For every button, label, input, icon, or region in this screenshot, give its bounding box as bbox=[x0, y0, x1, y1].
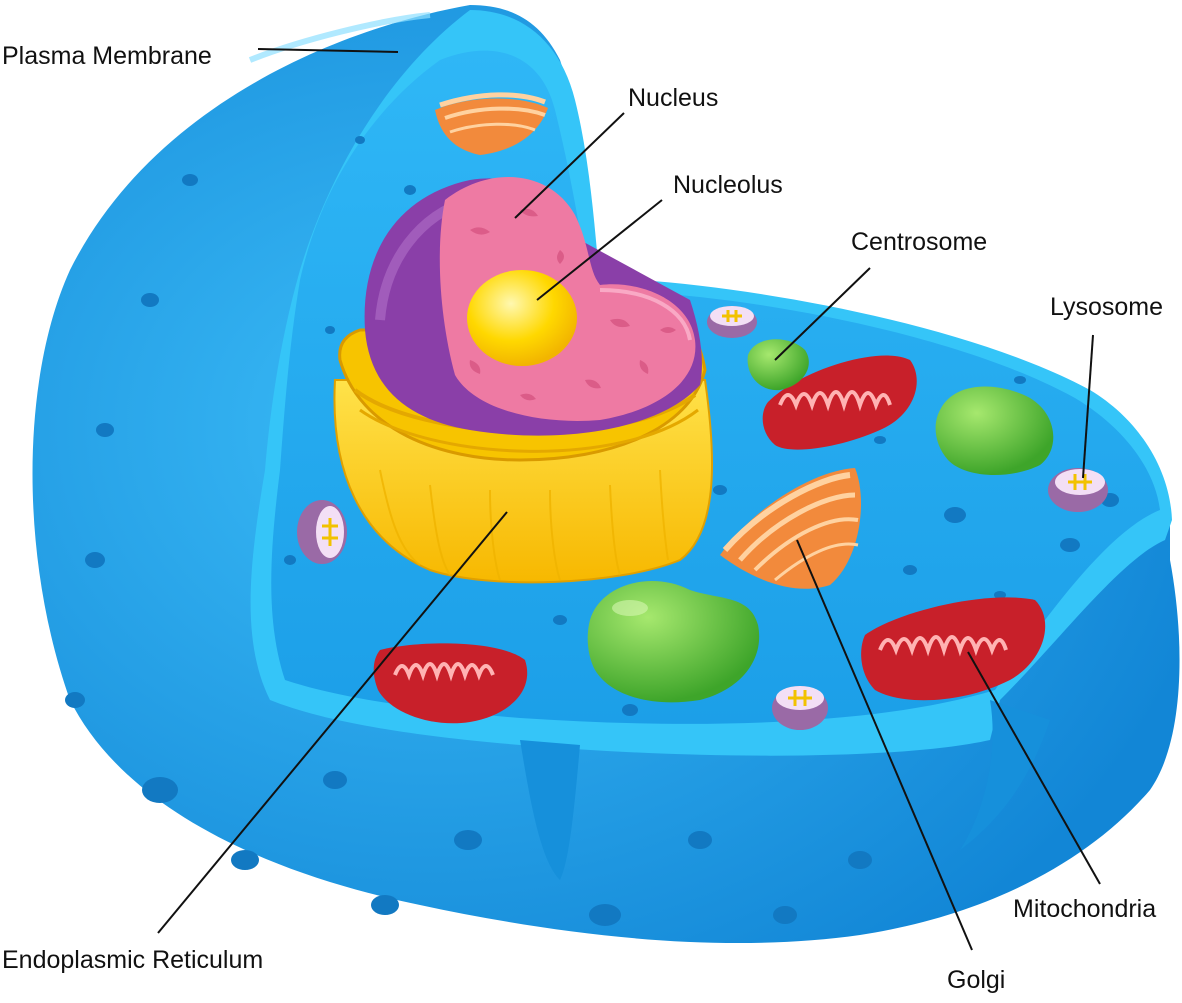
label-nucleolus: Nucleolus bbox=[673, 171, 783, 199]
mitochondrion-bottom-right bbox=[861, 597, 1046, 701]
leader-line-lysosome bbox=[1082, 334, 1094, 479]
mitochondrion-left bbox=[373, 643, 528, 724]
leader-line-centrosome bbox=[774, 267, 871, 361]
golgi-upper bbox=[435, 92, 548, 155]
centrosome bbox=[747, 339, 809, 391]
label-centrosome: Centrosome bbox=[851, 228, 988, 256]
lysosome-top bbox=[707, 306, 757, 338]
leader-line-golgi bbox=[796, 539, 973, 951]
lysosome-bottom bbox=[772, 686, 828, 730]
label-golgi: Golgi bbox=[947, 966, 1006, 994]
leader-line-endoplasmic-reticulum bbox=[157, 511, 508, 934]
leader-line-plasma-membrane bbox=[257, 48, 399, 53]
green-vacuole-right bbox=[935, 386, 1054, 476]
label-mitochondria: Mitochondria bbox=[1013, 895, 1157, 923]
lysosome-right bbox=[1048, 468, 1108, 512]
lysosome-left bbox=[297, 500, 347, 564]
golgi-apparatus bbox=[720, 468, 862, 589]
membrane-highlight bbox=[248, 12, 431, 63]
leader-line-nucleus bbox=[514, 112, 625, 219]
label-nucleus: Nucleus bbox=[628, 84, 719, 112]
nucleus bbox=[364, 177, 702, 436]
leader-line-nucleolus bbox=[536, 199, 663, 301]
leader-lines bbox=[157, 48, 1101, 951]
nucleolus bbox=[467, 270, 577, 366]
green-vacuole-center bbox=[587, 581, 760, 703]
membrane-fold bbox=[520, 740, 580, 880]
leader-line-mitochondria bbox=[967, 651, 1101, 885]
membrane-fold-right bbox=[960, 700, 1050, 850]
label-endoplasmic-reticulum: Endoplasmic Reticulum bbox=[2, 946, 264, 974]
label-lysosome: Lysosome bbox=[1050, 293, 1164, 321]
cytoplasm-vesicles bbox=[65, 136, 1119, 926]
label-plasma-membrane: Plasma Membrane bbox=[2, 42, 212, 70]
